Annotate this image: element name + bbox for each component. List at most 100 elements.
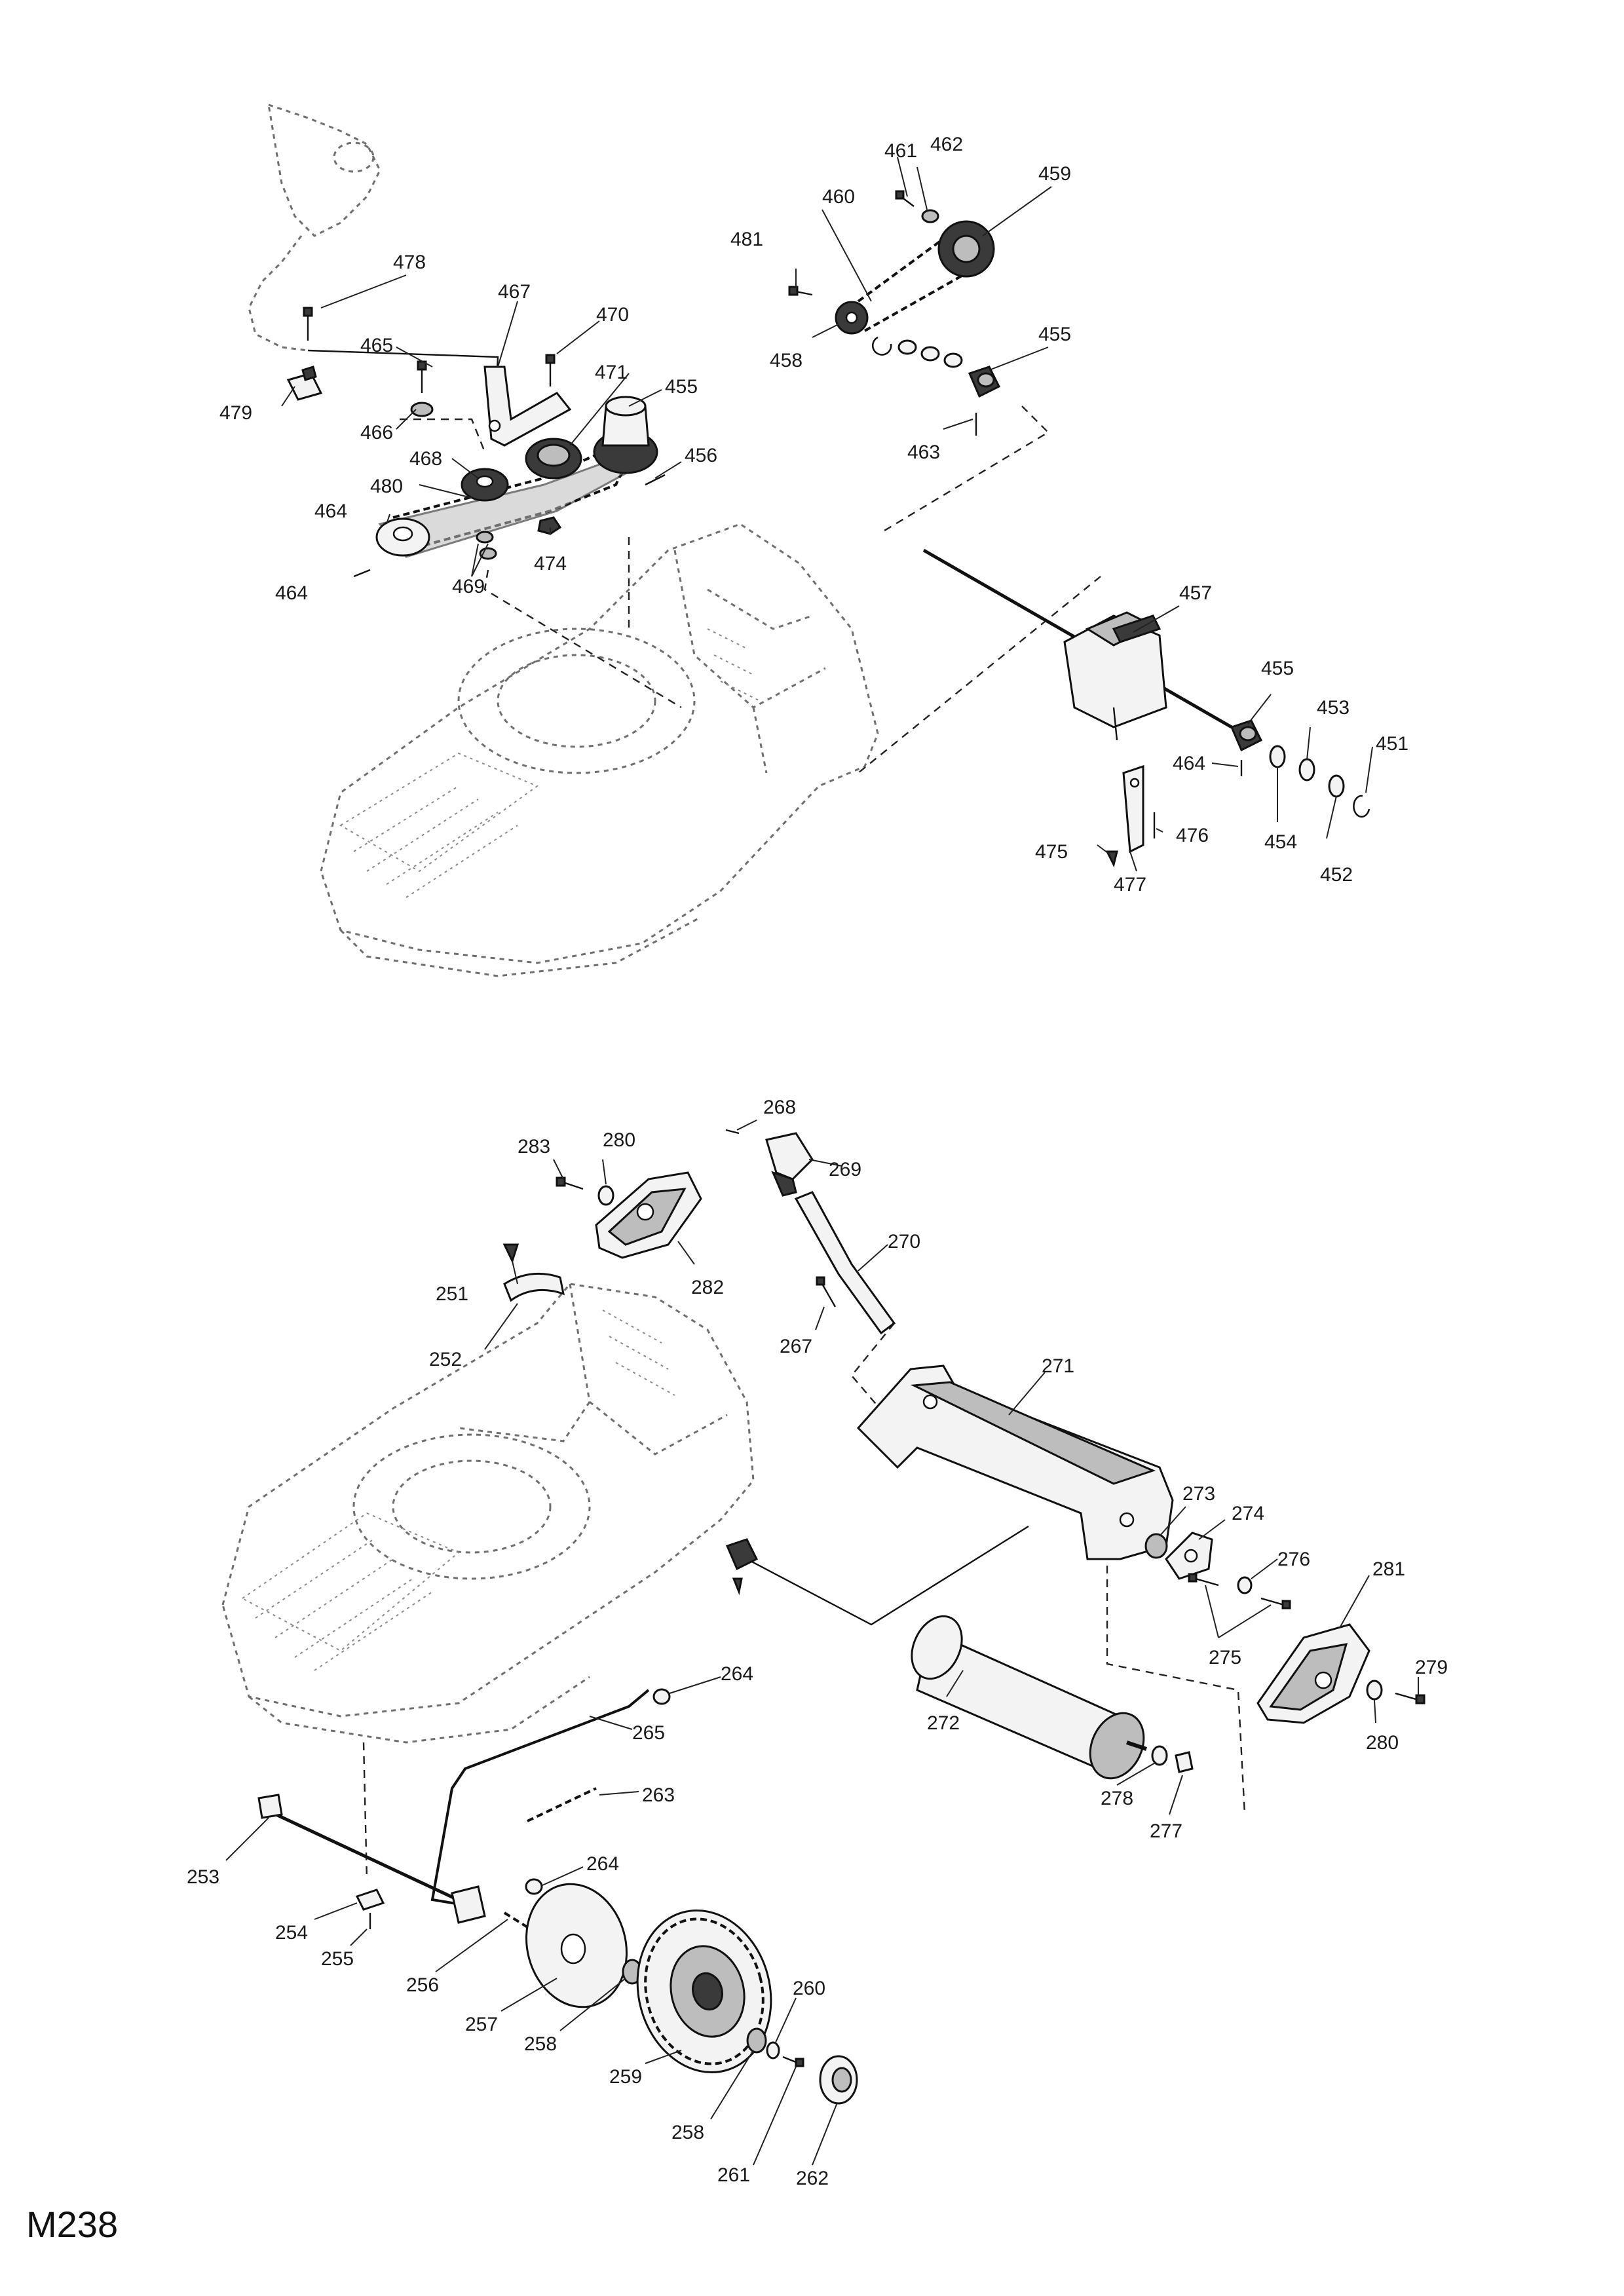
part-label: 256 [406,1974,439,1996]
connector-belt-to-deck [483,569,682,709]
part-label: 267 [780,1336,812,1357]
spring-263 [527,1787,597,1822]
part-label: 462 [930,134,963,155]
part-label: 253 [187,1866,219,1888]
bushing-273 [1144,1533,1168,1559]
part-label: 280 [603,1129,635,1151]
washer-463 [921,209,939,223]
washer-278 [1151,1745,1168,1766]
part-label: 461 [884,140,917,162]
part-label: 455 [1261,658,1294,679]
hub-disc-257 [525,1883,628,2008]
part-label: 268 [763,1097,796,1118]
screw-268 [725,1129,740,1135]
bushing-277 [1175,1751,1194,1773]
part-label: 269 [829,1159,861,1180]
part-label: 459 [1038,163,1071,185]
part-label: 262 [796,2168,829,2189]
part-label: 460 [822,186,855,208]
part-label: 451 [1376,733,1408,755]
part-label: 458 [770,350,803,371]
screw-283 [556,1176,584,1190]
part-label: 260 [793,1978,825,1999]
part-label: 475 [1035,841,1068,863]
page-code: M238 [26,2204,118,2245]
part-label: 264 [721,1663,753,1685]
part-label: 481 [730,229,763,250]
screw-279 [1395,1692,1426,1704]
part-label: 477 [1114,874,1146,895]
washer-264-upper [652,1688,671,1705]
part-labels-lower: 268 283 280 269 270 282 251 252 267 271 … [187,1097,1448,2189]
screw-267 [816,1276,837,1308]
part-label: 479 [219,402,252,424]
part-label: 251 [436,1283,468,1305]
knob-269 [765,1132,814,1197]
washer-260 [766,2041,780,2060]
washer-row-upper [871,336,963,368]
lever-469 [483,366,572,447]
part-label: 273 [1182,1483,1215,1505]
part-label: 478 [393,252,426,273]
bearing-455-lower [1230,719,1263,752]
control-cable [307,349,499,420]
lever-270 [794,1191,896,1335]
screw-251 [502,1243,519,1264]
part-label: 264 [586,1853,619,1875]
axle-rod-253 [257,1794,486,1924]
part-label: 252 [429,1349,462,1370]
part-label: 279 [1415,1657,1448,1678]
clip-451 [1353,795,1370,818]
ghost-mower-deck-lower [221,1283,755,1744]
washer-454 [1269,745,1286,768]
part-label: 281 [1372,1558,1405,1580]
washer-264-lower [525,1878,543,1895]
hub-cap-262 [819,2055,858,2105]
screw-481 [788,286,813,296]
part-label: 463 [907,442,940,463]
wheel-259 [636,1910,772,2073]
pin-466 [353,569,371,578]
bearing-deck-side [725,1538,759,1596]
part-label: 261 [717,2164,750,2186]
clip-252 [503,1272,565,1302]
part-label: 282 [691,1277,724,1298]
washer-452 [1328,774,1345,798]
roller-272 [911,1615,1147,1780]
roller-frame-271 [856,1364,1174,1560]
flange-274 [1165,1532,1213,1580]
part-label: 465 [360,335,393,356]
sprocket-460 [937,220,995,278]
connector-rod-to-deck [362,1742,368,1881]
part-label: 464 [275,582,308,604]
drive-assembly-group [248,103,1373,977]
part-label: 456 [685,445,717,466]
part-label: 464 [314,500,347,522]
part-label: 474 [534,553,567,574]
ghost-handle-control [248,103,381,352]
drive-pulley-457 [593,396,658,474]
part-label: 452 [1320,864,1353,886]
connector-bearing-to-roller [746,1525,1029,1626]
screw-472 [545,354,556,386]
screw-478 [303,307,313,341]
bracket-477 [1122,764,1144,854]
pulley-465 [375,518,430,557]
part-label: 265 [632,1722,665,1744]
washer-276 [1237,1576,1253,1594]
bracket-254 [355,1889,385,1911]
part-label: 257 [465,2014,498,2035]
part-label: 258 [524,2033,557,2055]
cable-bracket-479 [286,366,323,401]
part-label: 271 [1042,1355,1074,1377]
part-label: 280 [1366,1732,1399,1754]
washer-280-upper [597,1185,614,1206]
pulley-473 [525,438,582,480]
part-label: 276 [1277,1549,1310,1570]
part-label: 259 [609,2066,642,2088]
connector-gearbox-to-deck [858,576,1101,774]
part-label: 476 [1176,825,1209,846]
washer-453 [1298,758,1315,781]
part-label: 464 [1173,753,1205,774]
